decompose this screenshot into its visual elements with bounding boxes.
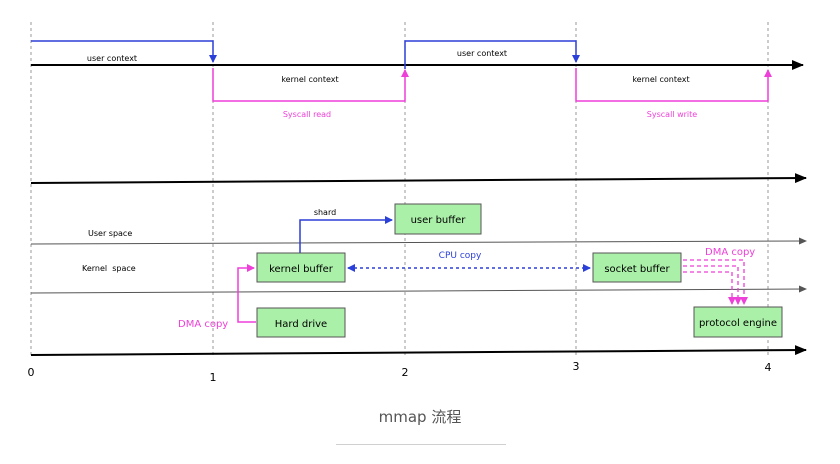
- tick-guides: [30, 22, 769, 358]
- protocol-engine-label: protocol engine: [699, 318, 777, 329]
- cpu-copy-label: CPU copy: [439, 251, 482, 261]
- tick-label-0: 0: [28, 366, 35, 379]
- syscall-write-step: [575, 68, 772, 102]
- user-buffer-label: user buffer: [411, 215, 467, 226]
- user-context-label-2: user context: [457, 49, 507, 58]
- tick-label-3: 3: [573, 360, 580, 373]
- user-context-step: [31, 40, 217, 63]
- tick-label-1: 1: [210, 371, 217, 384]
- dma-copy-left-label: DMA copy: [178, 319, 228, 330]
- user-space-line: [30, 237, 807, 245]
- kernel-buffer-box: kernel buffer: [256, 252, 346, 283]
- socket-buffer-label: socket buffer: [604, 264, 670, 275]
- tick-label-4: 4: [765, 361, 772, 374]
- syscall-write-label: Syscall write: [647, 110, 697, 119]
- syscall-read-label: Syscall read: [283, 110, 331, 119]
- dma-copy-right-label: DMA copy: [705, 247, 755, 258]
- dma-copy-left-arrow: [237, 264, 256, 323]
- socket-buffer-box: socket buffer: [592, 252, 682, 283]
- kernel-space-label: Kernel space: [82, 264, 136, 273]
- user-context-label-1: user context: [87, 54, 137, 63]
- protocol-engine-box: protocol engine: [693, 306, 783, 338]
- shard-label: shard: [314, 208, 336, 217]
- kernel-space-line: [30, 285, 807, 294]
- kernel-buffer-label: kernel buffer: [269, 264, 334, 275]
- shard-arrow: [299, 216, 393, 253]
- middle-axis: [30, 173, 807, 184]
- kernel-context-label-2: kernel context: [632, 75, 689, 84]
- time-axis: [30, 345, 807, 356]
- tick-label-2: 2: [402, 366, 409, 379]
- hard-drive-box: Hard drive: [256, 307, 346, 338]
- user-buffer-box: user buffer: [394, 203, 482, 235]
- user-context-step-2: [404, 40, 580, 69]
- user-space-label: User space: [88, 229, 132, 238]
- kernel-context-label-1: kernel context: [281, 75, 338, 84]
- caption-divider: [336, 444, 506, 445]
- figure-caption: mmap 流程: [378, 408, 462, 426]
- syscall-read-step: [212, 68, 409, 102]
- dma-copy-right-arrows: [683, 259, 748, 305]
- hard-drive-label: Hard drive: [275, 319, 327, 330]
